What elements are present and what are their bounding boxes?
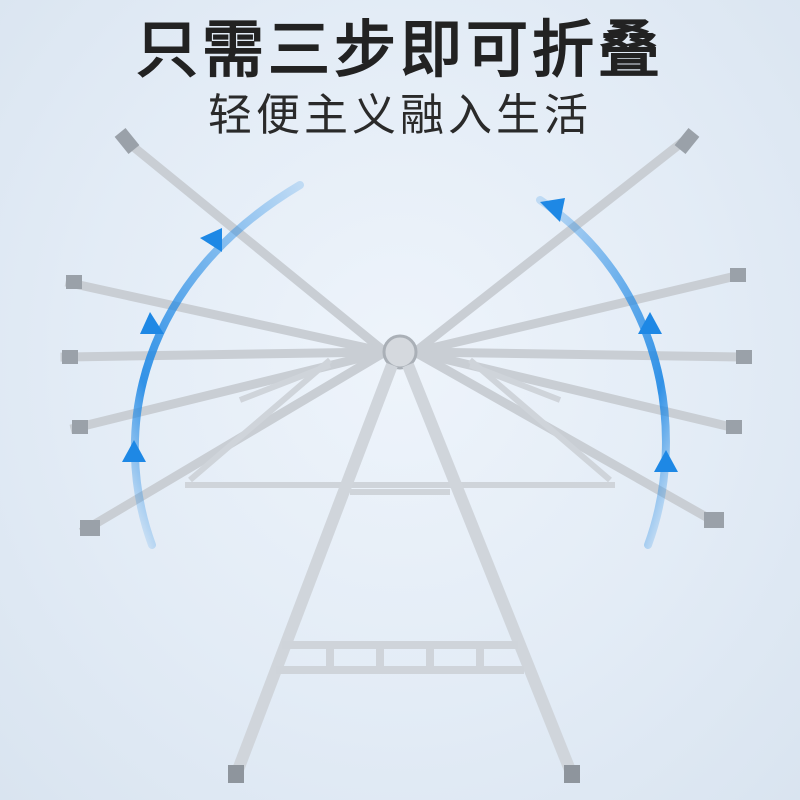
rack-wings-right	[408, 133, 750, 529]
leg-feet	[228, 765, 580, 783]
support-braces	[185, 357, 615, 495]
rotate-arrow-right-icon	[536, 196, 678, 549]
lower-shelf	[276, 641, 524, 674]
subline: 轻便主义融入生活	[208, 90, 592, 141]
wing-end-clips	[62, 128, 752, 536]
rack-wings-left	[60, 133, 392, 537]
rack-hub	[382, 334, 418, 370]
a-frame-legs	[230, 362, 578, 778]
rotate-arrow-left-icon	[122, 181, 304, 549]
headline: 只需三步即可折叠	[135, 13, 664, 86]
